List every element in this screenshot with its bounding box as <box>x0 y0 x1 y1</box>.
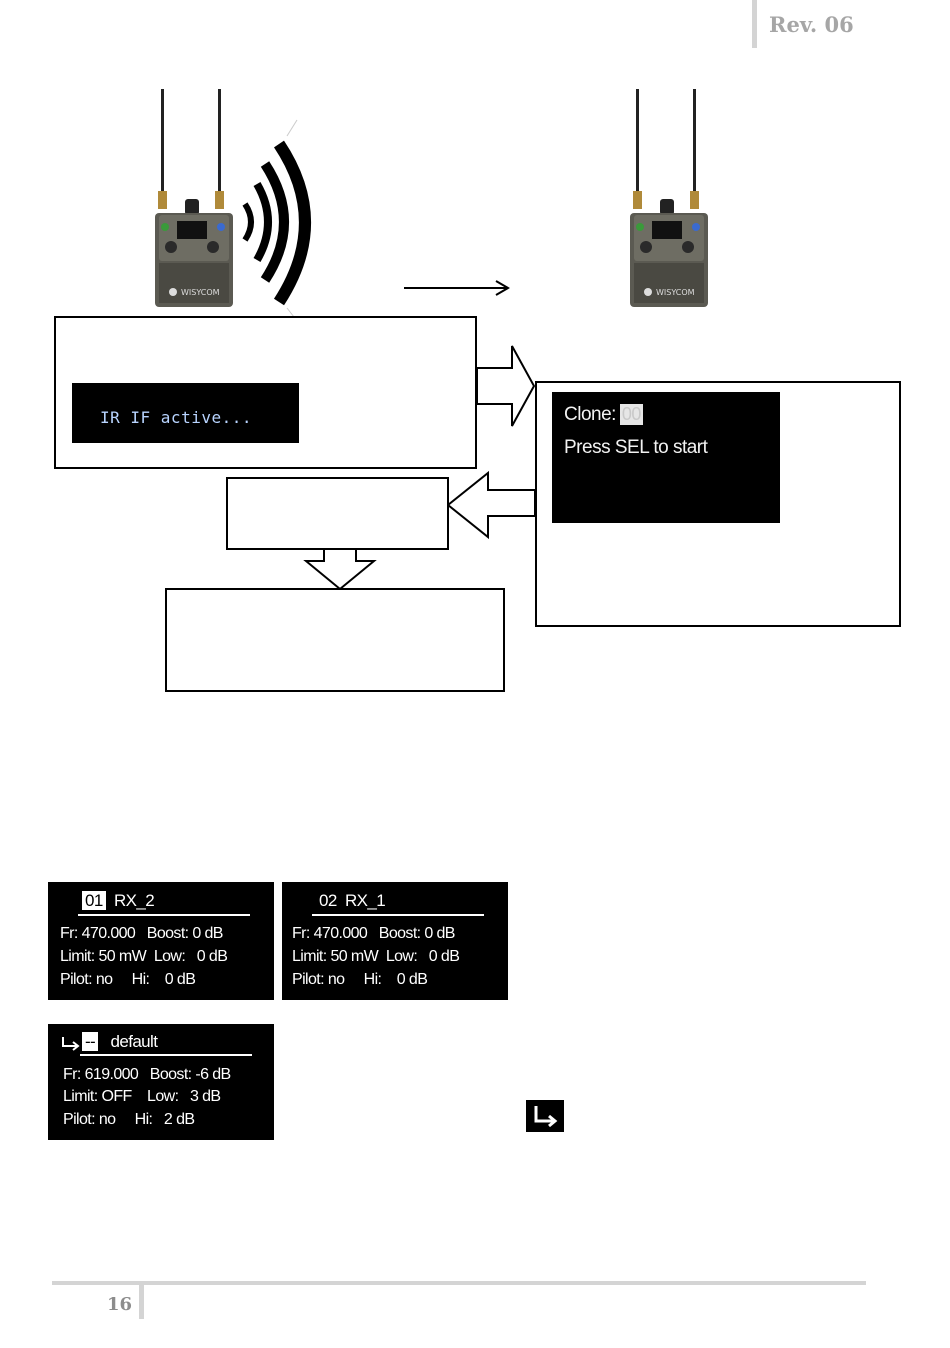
lcd-screen-3: -- default Fr: 619.000 Boost: -6 dB Limi… <box>48 1024 274 1140</box>
lcd-screen-2: 02 RX_1 Fr: 470.000 Boost: 0 dB Limit: 5… <box>282 882 508 1000</box>
lcd-screen-1: 01 RX_2 Fr: 470.000 Boost: 0 dB Limit: 5… <box>48 882 274 1000</box>
lcd-2-row-1: Fr: 470.000 Boost: 0 dB <box>292 925 455 942</box>
lcd-2-name: RX_1 <box>344 891 386 910</box>
lcd-3-row-2: Limit: OFF Low: 3 dB <box>63 1088 221 1105</box>
lcd-2-row-2: Limit: 50 mW Low: 0 dB <box>292 948 460 965</box>
lcd-3-name: default <box>110 1032 158 1051</box>
lcd-3-divider <box>80 1054 252 1056</box>
ir-status-screen: IR IF active... <box>72 383 299 443</box>
step-box-transmit: IR IF active... <box>54 316 477 469</box>
lcd-2-divider <box>312 914 484 916</box>
lcd-1-row-1: Fr: 470.000 Boost: 0 dB <box>60 925 223 942</box>
flow-arrows <box>446 345 536 540</box>
page-number: 16 <box>107 1294 133 1315</box>
step-box-result <box>165 588 505 692</box>
footer-page-bar <box>139 1285 144 1319</box>
lcd-2-row-3: Pilot: no Hi: 0 dB <box>292 971 428 988</box>
device-brand-left: WISYCOM <box>181 288 220 297</box>
revision-label: Rev. 06 <box>769 12 854 37</box>
device-right-image: WISYCOM <box>630 89 708 307</box>
block-arrow-right-icon <box>476 345 536 427</box>
lcd-1-name: RX_2 <box>113 891 155 910</box>
header-divider <box>752 0 757 48</box>
lcd-2-index: 02 <box>319 891 337 910</box>
block-arrow-left-icon <box>446 470 536 540</box>
step-box-confirm <box>226 477 449 550</box>
transfer-arrow-icon <box>404 280 510 296</box>
return-symbol-icon <box>526 1100 564 1132</box>
footer-divider <box>52 1281 866 1285</box>
lcd-1-index: 01 <box>82 891 106 910</box>
lcd-3-row-3: Pilot: no Hi: 2 dB <box>63 1111 195 1128</box>
clone-label-line: Clone:00 <box>564 404 643 426</box>
lcd-3-row-1: Fr: 619.000 Boost: -6 dB <box>63 1066 231 1083</box>
device-left-image: WISYCOM <box>155 89 233 307</box>
return-arrow-icon <box>62 1036 80 1051</box>
lcd-1-row-2: Limit: 50 mW Low: 0 dB <box>60 948 228 965</box>
clone-instruction: Press SEL to start <box>564 437 708 458</box>
step-box-receive: Clone:00 Press SEL to start <box>535 381 901 627</box>
clone-value: 00 <box>619 404 643 425</box>
lcd-3-index: -- <box>82 1032 99 1051</box>
clone-screen: Clone:00 Press SEL to start <box>552 392 780 523</box>
device-brand-right: WISYCOM <box>656 288 695 297</box>
lcd-1-row-3: Pilot: no Hi: 0 dB <box>60 971 196 988</box>
lcd-1-divider <box>78 914 250 916</box>
block-arrow-down-icon <box>303 548 377 591</box>
ir-status-text: IR IF active... <box>100 408 252 427</box>
clone-label: Clone: <box>564 404 616 425</box>
